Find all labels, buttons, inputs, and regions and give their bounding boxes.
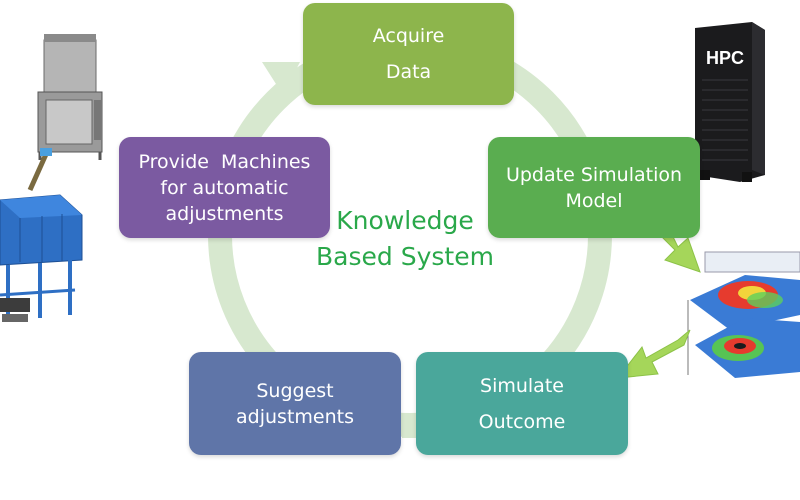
center-label: Knowledge Based System	[300, 203, 510, 275]
simulation-plot-icon	[687, 251, 800, 378]
step-acquire-line-2: Data	[385, 61, 432, 83]
center-label-line-1: Knowledge	[336, 206, 474, 235]
step-provide-machines: Provide Machines for automatic adjustmen…	[119, 137, 330, 238]
step-acquire-line-1: Acquire	[372, 25, 445, 47]
step-suggest-line-2: adjustments	[236, 405, 354, 428]
machine-icon	[0, 34, 103, 322]
step-simulate-line-1: Simulate	[480, 374, 564, 397]
step-provide-line-3: adjustments	[165, 202, 284, 225]
step-suggest-adjustments: Suggest adjustments	[189, 352, 401, 455]
flow-arrow-icon-2	[616, 329, 691, 379]
step-simulate-line-2: Outcome	[478, 410, 566, 433]
step-provide-line-2: for automatic	[160, 176, 289, 199]
center-label-line-2: Based System	[316, 242, 494, 271]
server-rack-icon	[695, 22, 765, 182]
step-provide-line-1: Provide Machines	[138, 150, 311, 173]
step-update-line-2: Model	[565, 189, 623, 212]
hpc-label: HPC	[705, 48, 744, 68]
step-update-line-1: Update Simulation	[505, 163, 683, 186]
step-update-model: Update Simulation Model	[488, 137, 700, 238]
step-simulate-outcome: Simulate Outcome	[416, 352, 628, 455]
step-acquire-data: Acquire Data	[303, 3, 514, 105]
cycle-connector	[402, 416, 416, 438]
step-suggest-line-1: Suggest	[256, 379, 334, 402]
